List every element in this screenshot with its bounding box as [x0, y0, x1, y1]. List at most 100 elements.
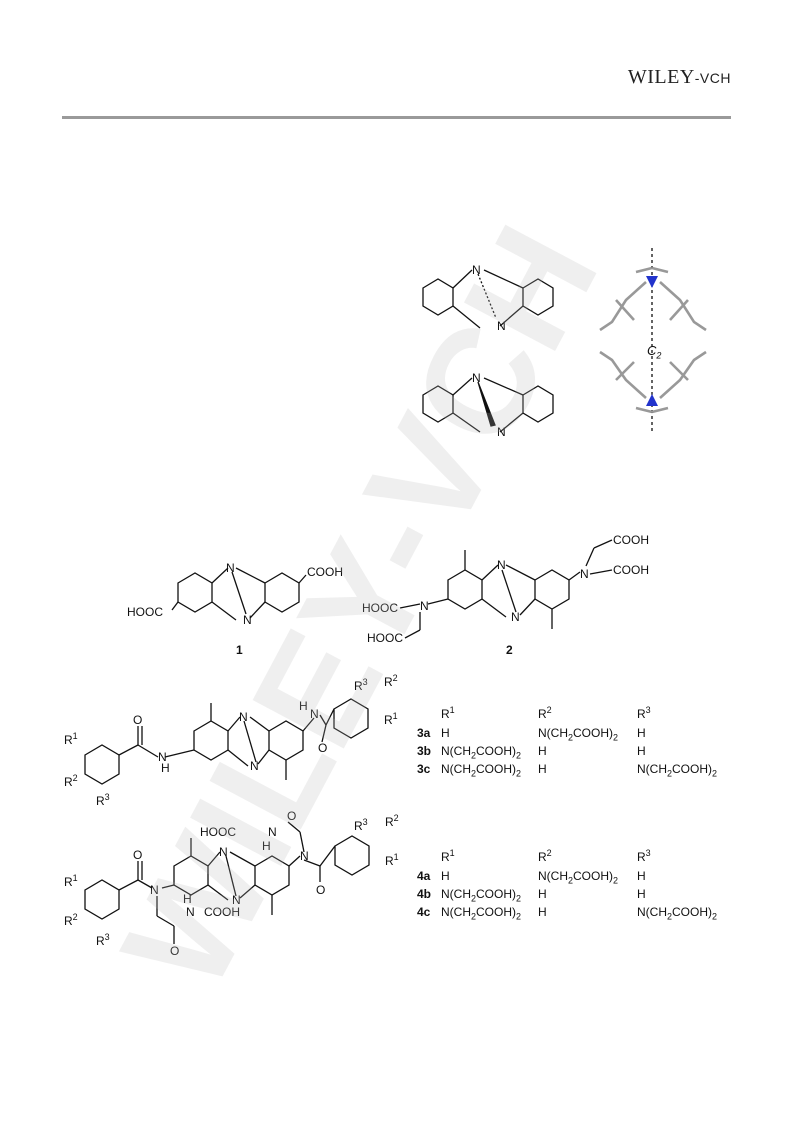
crystal-structure	[599, 248, 707, 432]
svg-text:R2: R2	[384, 673, 398, 689]
publisher-name: WILEY	[627, 66, 695, 88]
cell-r1: N(CH2COOH)2	[441, 905, 522, 922]
r-labels-compound-4: R1 R2 R3 R3 R2 R1	[64, 813, 399, 948]
cell-r2: H	[538, 762, 547, 776]
atom-n: N	[158, 750, 167, 764]
atom-n: N	[420, 599, 429, 613]
cell-r2: N(CH2COOH)2	[538, 726, 619, 743]
svg-text:R2: R2	[64, 773, 78, 789]
svg-text:R3: R3	[354, 817, 368, 833]
atom-hooc: HOOC	[362, 601, 398, 615]
svg-text:R2: R2	[64, 912, 78, 928]
row-id-3c: 3c	[417, 762, 431, 776]
compound-4-structure	[84, 821, 370, 944]
cell-r1: N(CH2COOH)2	[441, 887, 522, 904]
atom-n: N	[150, 883, 159, 897]
atom-n: N	[250, 759, 259, 773]
trogers-base-structure-top	[422, 269, 554, 329]
atom-cooh: COOH	[613, 563, 649, 577]
atom-n: N	[497, 319, 506, 333]
row-id-4a: 4a	[417, 869, 431, 883]
svg-text:R1: R1	[64, 873, 78, 889]
cell-r2: H	[538, 744, 547, 758]
atom-o: O	[316, 883, 325, 897]
svg-text:R1: R1	[64, 731, 78, 747]
atom-n: N	[580, 567, 589, 581]
atom-h: H	[161, 761, 170, 775]
cell-r1: H	[441, 869, 450, 883]
atom-h: H	[299, 699, 308, 713]
atom-cooh: COOH	[613, 533, 649, 547]
atom-n: N	[239, 710, 248, 724]
atom-n: N	[472, 263, 481, 277]
atom-n: N	[472, 371, 481, 385]
atom-n: N	[243, 613, 252, 627]
header-r3: R3	[637, 705, 651, 721]
compound-label-2: 2	[506, 643, 513, 657]
atom-cooh: COOH	[204, 905, 240, 919]
svg-text:R3: R3	[354, 677, 368, 693]
header-r2: R2	[538, 705, 552, 721]
atom-n: N	[511, 610, 520, 624]
cell-r1: H	[441, 726, 450, 740]
atom-h: H	[262, 839, 271, 853]
substituent-table-4: R1 R2 R3 4a H N(CH2COOH)2 H 4b N(CH2COOH…	[417, 848, 757, 922]
r-labels-compound-3: R1 R2 R3 R3 R2 R1	[64, 673, 398, 808]
c2-axis-label: C2	[647, 343, 662, 361]
svg-text:R1: R1	[385, 852, 399, 868]
row-id-4c: 4c	[417, 905, 431, 919]
cell-r3: H	[637, 869, 646, 883]
atom-o: O	[318, 741, 327, 755]
atom-n: N	[268, 825, 277, 839]
cell-r2: H	[538, 887, 547, 901]
publisher-logo: WILEY-VCH	[628, 66, 731, 89]
svg-text:R3: R3	[96, 932, 110, 948]
row-id-4b: 4b	[417, 887, 432, 901]
header-r1: R1	[441, 848, 455, 864]
atom-n: N	[497, 558, 506, 572]
cell-r2: H	[538, 905, 547, 919]
row-id-3b: 3b	[417, 744, 432, 758]
atom-n: N	[186, 905, 195, 919]
header-r1: R1	[441, 705, 455, 721]
cell-r1: N(CH2COOH)2	[441, 762, 522, 779]
svg-text:R3: R3	[96, 792, 110, 808]
atom-o: O	[287, 809, 296, 823]
atom-n: N	[300, 849, 309, 863]
cell-r2: N(CH2COOH)2	[538, 869, 619, 886]
compound-1-structure	[171, 567, 307, 621]
svg-text:R2: R2	[385, 813, 399, 829]
cell-r3: H	[637, 887, 646, 901]
atom-hooc: HOOC	[127, 605, 163, 619]
atom-n: N	[310, 707, 319, 721]
atom-hooc: HOOC	[200, 825, 236, 839]
atom-n: N	[219, 845, 228, 859]
compound-2-structure	[399, 539, 613, 639]
atom-n: N	[226, 561, 235, 575]
compound-3-structure	[84, 698, 369, 785]
row-id-3a: 3a	[417, 726, 431, 740]
atom-cooh: COOH	[307, 565, 343, 579]
atom-o: O	[170, 944, 179, 958]
header-r2: R2	[538, 848, 552, 864]
atom-hooc: HOOC	[367, 631, 403, 645]
cell-r3: H	[637, 726, 646, 740]
nitrogen-atoms-crystal	[646, 276, 658, 406]
header-rule	[62, 116, 731, 119]
cell-r3: H	[637, 744, 646, 758]
atom-h: H	[183, 892, 192, 906]
trogers-base-structure-bottom	[422, 377, 554, 433]
substituent-table-3: R1 R2 R3 3a H N(CH2COOH)2 H 3b N(CH2COOH…	[417, 705, 757, 779]
compound-label-1: 1	[236, 643, 243, 657]
cell-r1: N(CH2COOH)2	[441, 744, 522, 761]
atom-n: N	[232, 893, 241, 907]
atom-o: O	[133, 848, 142, 862]
cell-r3: N(CH2COOH)2	[637, 905, 718, 922]
header-r3: R3	[637, 848, 651, 864]
atom-o: O	[133, 713, 142, 727]
publisher-suffix: -VCH	[694, 70, 731, 86]
atom-n: N	[497, 425, 506, 439]
svg-text:R1: R1	[384, 711, 398, 727]
cell-r3: N(CH2COOH)2	[637, 762, 718, 779]
